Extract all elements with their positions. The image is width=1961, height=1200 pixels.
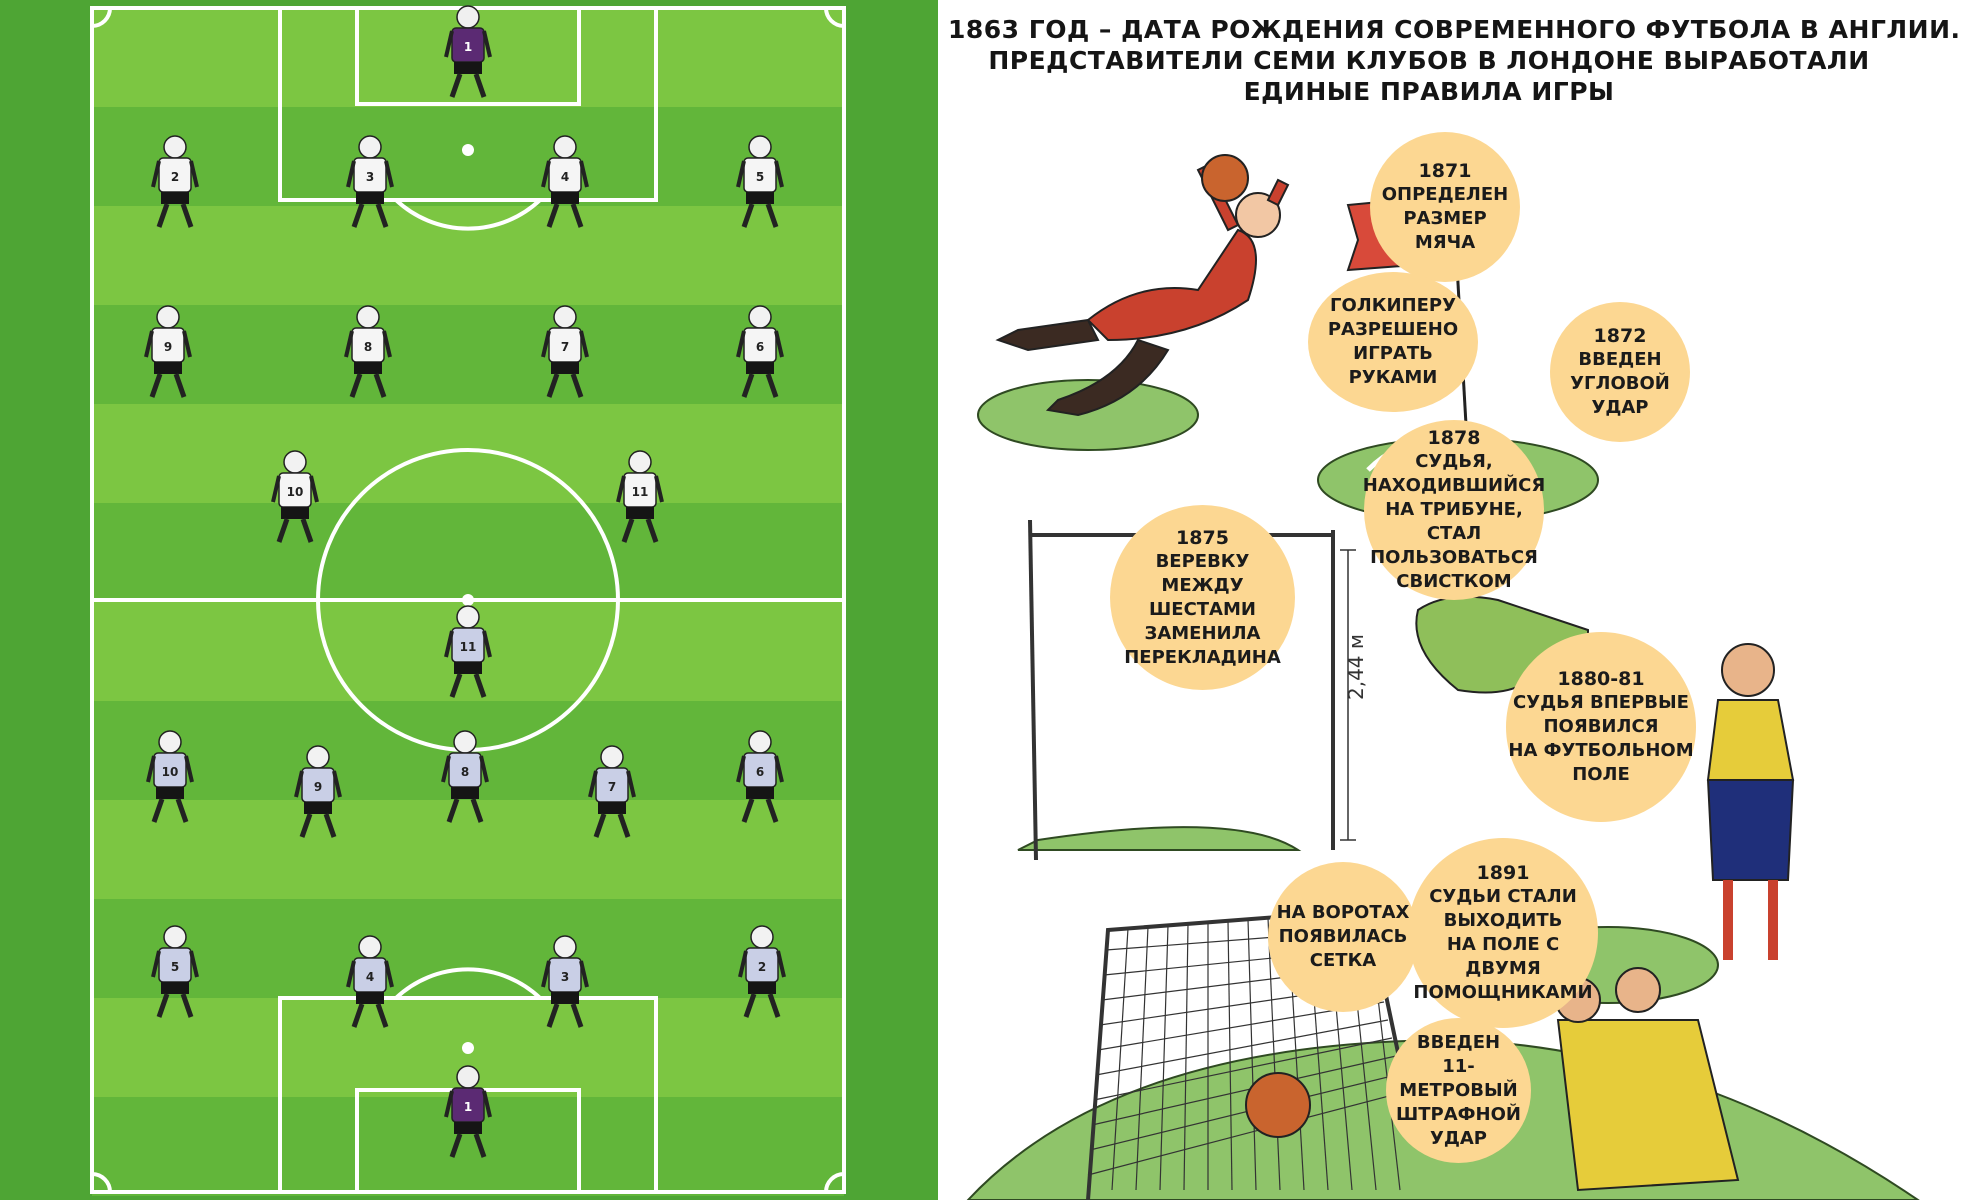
goalkeeper-figure: 1: [444, 5, 492, 98]
player-figure: 10: [146, 730, 194, 823]
event-text: определен размер мяча: [1381, 184, 1509, 253]
player-figure: 6: [736, 305, 784, 398]
player-number: 11: [632, 485, 649, 499]
player-number: 1: [464, 40, 472, 54]
event-text: на воротах появилась сетка: [1276, 902, 1410, 971]
player-number: 8: [461, 765, 469, 779]
player-number: 7: [561, 340, 569, 354]
player-number: 8: [364, 340, 372, 354]
event-bubble: 1872 введен угловой удар: [1550, 302, 1690, 442]
event-bubble: 1875 веревку между шестами заменила пере…: [1110, 505, 1295, 690]
top-penalty-spot: [462, 144, 474, 156]
history-title: 1863 год – дата рождения современного фу…: [948, 14, 1961, 107]
event-year: 1891: [1476, 862, 1530, 884]
player-number: 2: [171, 170, 179, 184]
player-number: 3: [561, 970, 569, 984]
corner-arc: [824, 7, 845, 28]
history-panel: 2,44 м 1863 год – дата рождения современ…: [938, 0, 1961, 1200]
player-number: 5: [171, 960, 179, 974]
event-year: 1878: [1427, 427, 1481, 449]
event-year: 1880-81: [1557, 668, 1645, 690]
event-text: голкиперу разрешено играть руками: [1327, 295, 1459, 388]
player-figure: 11: [444, 605, 492, 698]
event-bubble: 1878 судья, находившийся на трибуне, ста…: [1362, 420, 1546, 600]
event-text: судья, находившийся на трибуне, стал пол…: [1362, 451, 1546, 592]
event-text: введен угловой удар: [1570, 349, 1670, 418]
event-text: судья впервые появился на футбольном пол…: [1508, 692, 1694, 785]
corner-arc: [91, 7, 112, 28]
goalkeeper-figure: 1: [444, 1065, 492, 1158]
event-text: веревку между шестами заменила переклади…: [1124, 550, 1281, 668]
event-year: 1875: [1176, 526, 1229, 549]
title-line: единые правила игры: [1243, 77, 1615, 106]
top-penalty-arc: [394, 198, 542, 231]
grass-stripe: [92, 800, 844, 899]
grass-stripe: [92, 107, 844, 206]
player-figure: 5: [151, 925, 199, 1018]
player-number: 11: [460, 640, 477, 654]
player-figure: 8: [441, 730, 489, 823]
player-number: 6: [756, 765, 764, 779]
player-number: 3: [366, 170, 374, 184]
center-spot: [462, 594, 474, 606]
corner-arc: [824, 1172, 845, 1193]
player-figure: 3: [346, 135, 394, 228]
player-figure: 7: [588, 745, 636, 838]
player-figure: 9: [144, 305, 192, 398]
player-number: 9: [164, 340, 172, 354]
event-bubble: голкиперу разрешено играть руками: [1308, 272, 1478, 412]
corner-arc: [91, 1172, 112, 1193]
player-figure: 9: [294, 745, 342, 838]
player-figure: 5: [736, 135, 784, 228]
ball-icon: [1201, 154, 1249, 202]
player-figure: 11: [616, 450, 664, 543]
goalkeeper-illustration: [995, 154, 1290, 417]
ball-icon: [1245, 1072, 1311, 1138]
player-figure: 3: [541, 935, 589, 1028]
player-figure: 8: [344, 305, 392, 398]
player-figure: 10: [271, 450, 319, 543]
player-number: 7: [608, 780, 616, 794]
event-bubble: на воротах появилась сетка: [1268, 862, 1418, 1012]
grass-stripe: [92, 503, 844, 602]
player-number: 9: [314, 780, 322, 794]
team-bottom: 11 10 9 8 7 6 5 4 3 2 1: [146, 605, 786, 1158]
player-number: 4: [366, 970, 374, 984]
grass-stripe: [92, 305, 844, 404]
goal-height-label: 2,44 м: [1344, 634, 1368, 700]
title-line: Представители семи клубов в Лондоне выра…: [988, 46, 1870, 75]
player-number: 5: [756, 170, 764, 184]
player-number: 1: [464, 1100, 472, 1114]
title-line: 1863 год – дата рождения современного фу…: [948, 15, 1961, 44]
event-text: введен 11-метровый штрафной удар: [1396, 1031, 1521, 1149]
event-bubble: 1871 определен размер мяча: [1370, 132, 1520, 282]
bottom-penalty-spot: [462, 1042, 474, 1054]
grass-stripe: [92, 206, 844, 305]
player-figure: 2: [738, 925, 786, 1018]
event-bubble: введен 11-метровый штрафной удар: [1386, 1018, 1531, 1163]
player-number: 4: [561, 170, 569, 184]
player-figure: 2: [151, 135, 199, 228]
player-figure: 7: [541, 305, 589, 398]
event-year: 1872: [1593, 325, 1647, 347]
grass-stripe: [92, 899, 844, 998]
event-year: 1871: [1418, 160, 1472, 182]
grass-stripe: [92, 404, 844, 503]
event-text: судьи стали выходить на поле с двумя пом…: [1413, 886, 1593, 1003]
player-figure: 4: [541, 135, 589, 228]
referee-illustration: [1706, 643, 1795, 960]
team-top: 1 2 3 4 5 9 8 7 6 10 11: [144, 5, 784, 543]
event-bubble: 1880-81 судья впервые появился на футбол…: [1506, 632, 1696, 822]
player-number: 6: [756, 340, 764, 354]
player-number: 10: [162, 765, 179, 779]
formation-pitch: 1 2 3 4 5 9 8 7 6 10 11 11 10 9 8 7 6 5 4 3 2 1: [0, 0, 938, 1200]
running-players-illustration: [1555, 967, 1740, 1192]
player-figure: 6: [736, 730, 784, 823]
player-number: 10: [287, 485, 304, 499]
event-bubble: 1891 судьи стали выходить на поле с двум…: [1408, 838, 1598, 1028]
bottom-penalty-arc: [394, 967, 542, 1000]
player-number: 2: [758, 960, 766, 974]
goal-posts-illustration: [1028, 519, 1356, 861]
player-figure: 4: [346, 935, 394, 1028]
